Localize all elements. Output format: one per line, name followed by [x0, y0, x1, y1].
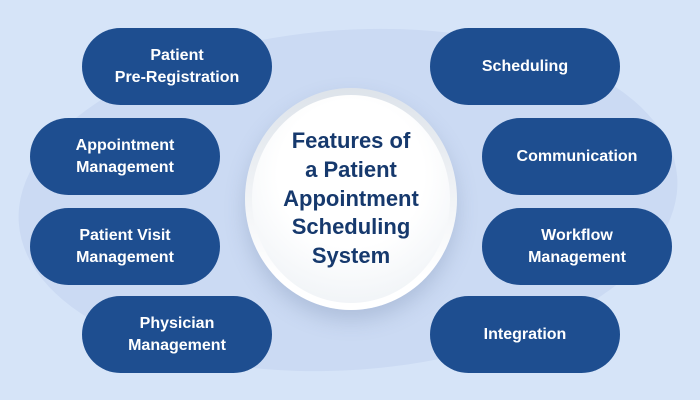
feature-pill-appointment-management: Appointment Management	[30, 118, 220, 195]
feature-pill-physician-management: Physician Management	[82, 296, 272, 373]
center-circle-fill	[252, 95, 450, 303]
feature-pill-patient-visit-management: Patient Visit Management	[30, 208, 220, 285]
feature-pill-patient-pre-registration: Patient Pre-Registration	[82, 28, 272, 105]
feature-pill-communication: Communication	[482, 118, 672, 195]
diagram-title: Features of a Patient Appointment Schedu…	[283, 127, 419, 269]
feature-pill-scheduling: Scheduling	[430, 28, 620, 105]
feature-pill-workflow-management: Workflow Management	[482, 208, 672, 285]
center-circle: Features of a Patient Appointment Schedu…	[245, 88, 457, 310]
feature-pill-integration: Integration	[430, 296, 620, 373]
